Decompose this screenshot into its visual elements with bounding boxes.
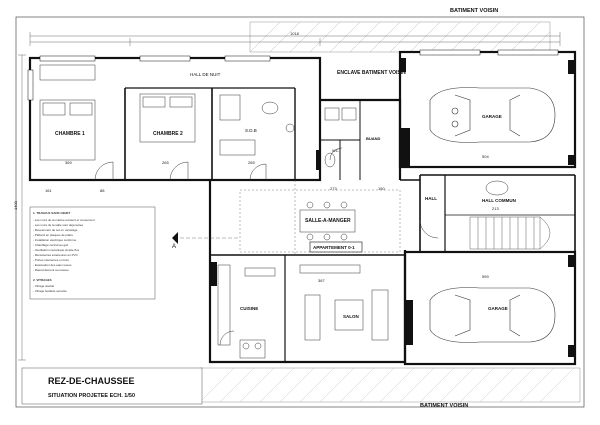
car-bottom [429, 287, 556, 343]
notes-line: - Installation electrique conforme [33, 238, 77, 242]
room-wc: WC [332, 148, 339, 153]
notes-footer-line: - Vitrage feuillete securite [33, 289, 67, 293]
neighbour-enclave: ENCLAVE BATIMENT VOISIN [337, 70, 406, 76]
dim-chambre1: 369 [65, 160, 72, 165]
notes-line: - Plafond en plaques de platre [33, 233, 73, 237]
apartment-tag-box [309, 241, 363, 253]
neighbour-top-label: BATIMENT VOISIN [450, 8, 498, 14]
notes-line: - Les murs de la salle sont deja isoles [33, 223, 84, 227]
bed-chambre2 [139, 93, 196, 143]
notes-line: - Portes interieures en bois [33, 258, 69, 262]
room-salon: SALON [343, 314, 359, 319]
room-garage-bottom: GARAGE [488, 306, 508, 311]
dim-left-total: 1400 [13, 200, 18, 210]
notes-line: - Ventilation mecanique simple flux [33, 248, 80, 252]
section-marker [172, 232, 240, 244]
dim-bottom-a: 273 [330, 186, 337, 191]
room-garage-top: GARAGE [482, 114, 502, 119]
notes-line: - Chauffage central au gaz [33, 243, 69, 247]
wall-blocks [211, 58, 574, 357]
room-cuisine: CUISINE [240, 306, 258, 311]
room-chambre2: CHAMBRE 2 [153, 131, 183, 137]
dim-hall-commun: 213 [492, 206, 499, 211]
door-swings [94, 147, 439, 346]
notes-footer-header: 2. VITRAGES [33, 278, 52, 282]
dim-chambre2: 265 [162, 160, 169, 165]
windows [27, 49, 559, 101]
dining-table [299, 201, 356, 241]
notes-footer-line: - Vitrage double [33, 284, 54, 288]
room-hall-de-nuit: HALL DE NUIT [190, 72, 221, 77]
dim-bottom-mid: 88 [100, 188, 105, 193]
notes-header: 1. TRAVAUX SANS OBJET [33, 211, 71, 215]
hall-commun-fixture [485, 180, 509, 196]
dimension-lines-top [29, 32, 561, 46]
title-sub: SITUATION PROJETEE ECH. 1/50 [48, 393, 135, 399]
staircase [469, 216, 551, 250]
neighbour-bottom-label: BATIMENT VOISIN [420, 403, 468, 409]
room-appartement: APPARTEMENT 0-1 [313, 245, 355, 250]
dim-top-total: 1018 [290, 31, 300, 36]
utility-fixtures [324, 107, 357, 168]
notes-line: - Menuiseries exterieures en PVC [33, 253, 79, 257]
dim-cuisine: 367 [318, 278, 325, 283]
notes-line: - Les murs de la cuisine existent et con… [33, 218, 95, 222]
interior-walls [30, 87, 576, 362]
title-main: REZ-DE-CHAUSSEE [48, 376, 135, 386]
room-hall-commun: HALL COMMUN [482, 198, 516, 203]
kitchen-units [217, 264, 276, 359]
dim-garage-top: 504 [482, 154, 489, 159]
dim-sdb: 265 [248, 160, 255, 165]
dim-bottom-b: 150 [378, 186, 385, 191]
room-hall: HALL [425, 196, 437, 201]
dim-bottom-left: 161 [45, 188, 52, 193]
section-marker-label: A [172, 244, 176, 250]
car-top [429, 87, 556, 143]
bed-chambre1 [39, 64, 96, 161]
notes-line: - Evacuation des eaux usees [33, 263, 72, 267]
room-salle-a-manger: SALLE-A-MANGER [305, 218, 351, 224]
room-sdb: S.D.B [245, 128, 257, 133]
room-chambre1: CHAMBRE 1 [55, 131, 85, 137]
notes-line: - Revetement de sol en carrelage [33, 228, 78, 232]
dim-garage-bottom: 559 [482, 274, 489, 279]
title-block: REZ-DE-CHAUSSEE SITUATION PROJETEE ECH. … [21, 367, 203, 405]
sheet-border [15, 16, 585, 408]
room-buand: BUAND [366, 136, 381, 141]
notes-line: - Raccordement au reseau [33, 268, 69, 272]
living-furniture [299, 264, 389, 341]
dimension-lines-left [18, 54, 26, 361]
notes-block: 1. TRAVAUX SANS OBJET - Les murs de la c… [29, 206, 156, 300]
bathroom-fixtures [219, 94, 295, 156]
